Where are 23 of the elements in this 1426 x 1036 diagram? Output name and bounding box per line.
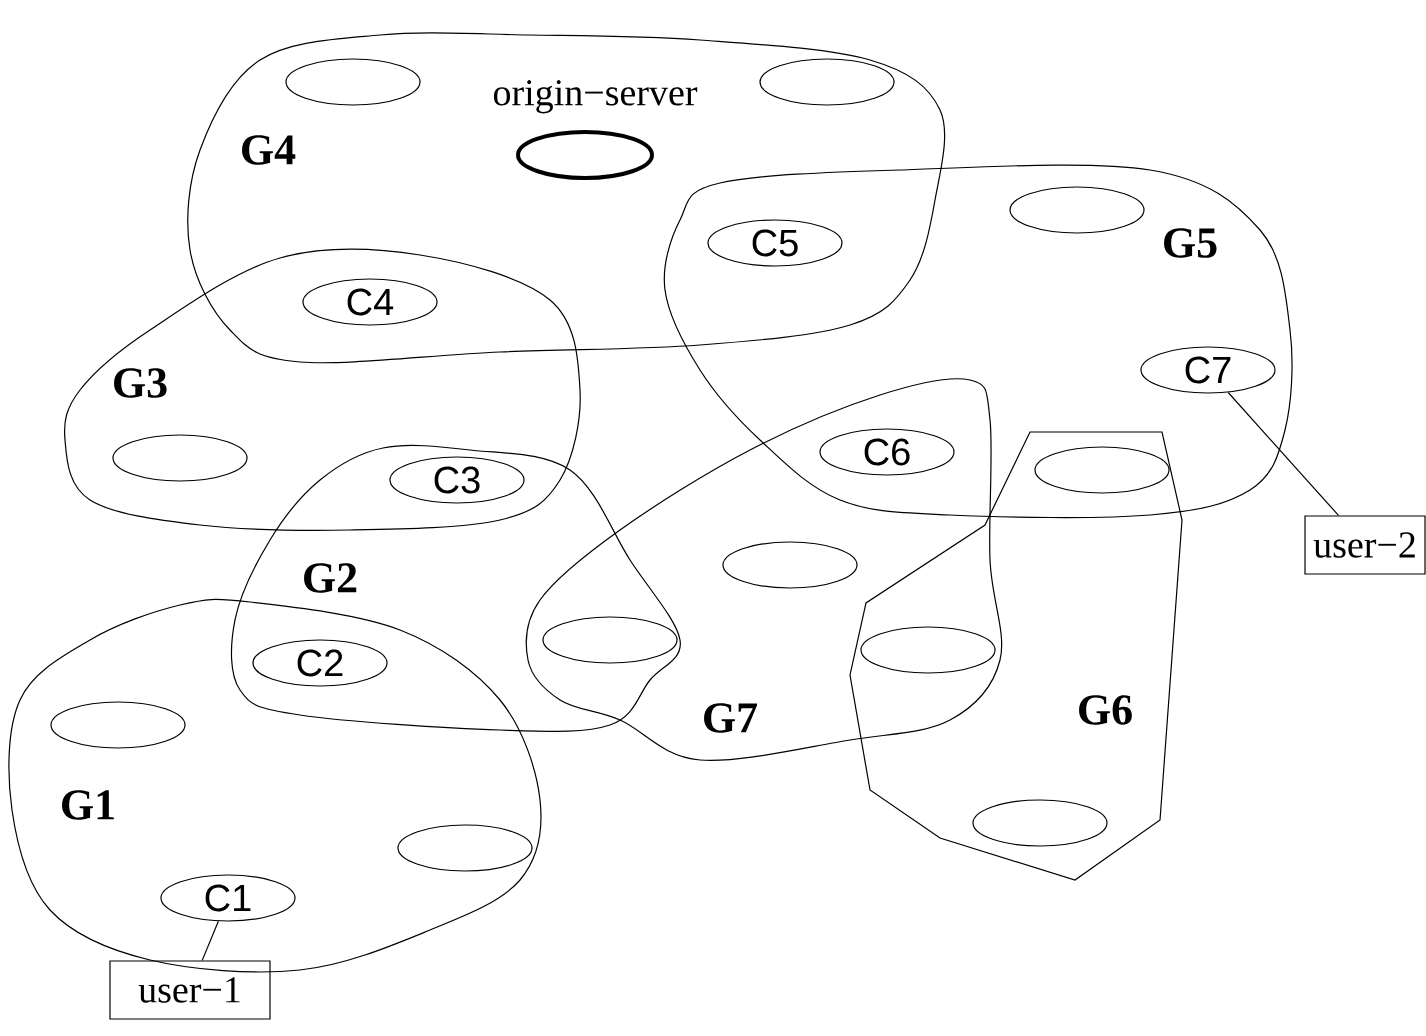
- node-ellipse: [860, 626, 996, 674]
- user-box: user−2: [1304, 515, 1426, 575]
- user-box: user−1: [109, 960, 271, 1020]
- node-ellipse: [722, 541, 858, 589]
- node-caption: origin−server: [493, 80, 698, 114]
- group-label: G6: [1079, 695, 1132, 725]
- group-label: G5: [1164, 228, 1217, 258]
- leader-line: [1227, 391, 1340, 516]
- node-ellipse: [112, 434, 248, 482]
- node-ellipse: [50, 701, 186, 749]
- group-label: G7: [704, 703, 758, 733]
- node-ellipse: [397, 824, 533, 872]
- node-ellipse: [1009, 186, 1145, 234]
- node-ellipse: [285, 58, 421, 106]
- node-ellipse: [972, 799, 1108, 847]
- group-label: G1: [62, 790, 114, 820]
- node-ellipse: [542, 616, 678, 664]
- node-ellipse: [1034, 446, 1170, 494]
- group-label: G2: [304, 563, 357, 593]
- leader-line: [201, 920, 219, 961]
- node-ellipse: [759, 58, 895, 106]
- group-label: G3: [114, 368, 167, 398]
- group-label: G4: [242, 135, 296, 165]
